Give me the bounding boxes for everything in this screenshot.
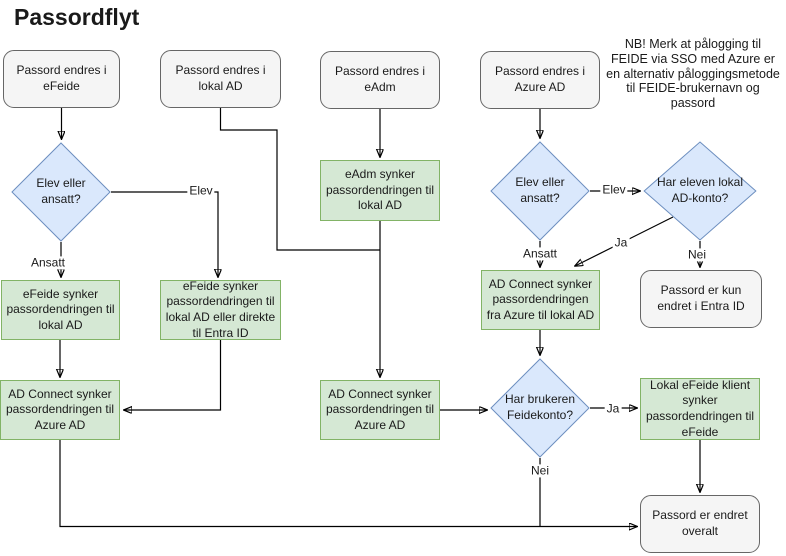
page-title: Passordflyt: [14, 4, 140, 30]
node-label: eFeide synker passordendringen til lokal…: [165, 278, 276, 340]
node-label: eAdm synker passordendringen til lokal A…: [325, 167, 435, 213]
process-adconnect-fra-azure: AD Connect synker passordendringen fra A…: [481, 270, 600, 330]
edge-adconnect1-to-overalt: [59, 440, 637, 527]
edge-label-ansatt-2: Ansatt: [520, 246, 560, 261]
node-label: Elev eller ansatt?: [36, 176, 86, 206]
end-passord-endret-overalt: Passord er endret overalt: [640, 495, 760, 553]
node-label: Passord endres i eAdm: [334, 64, 426, 94]
node-label: Lokal eFeide klient synker passordendrin…: [645, 377, 755, 439]
note-text: NB! Merk at pålogging til FEIDE via SSO …: [606, 37, 780, 110]
process-adconnect-til-azure-mid: AD Connect synker passordendringen til A…: [320, 380, 440, 440]
decision-har-brukeren-feidekonto: Har brukeren Feidekonto?: [490, 358, 590, 458]
diamond-shape: [11, 142, 111, 242]
start-passord-endres-azure-ad: Passord endres i Azure AD: [480, 51, 600, 109]
node-label: AD Connect synker passordendringen til A…: [325, 386, 435, 432]
diamond-shape: [490, 141, 590, 241]
edge-label-nei-1: Nei: [685, 247, 709, 262]
start-passord-endres-eadm: Passord endres i eAdm: [320, 51, 440, 109]
diamond-shape: [643, 141, 757, 241]
start-passord-endres-lokal-ad: Passord endres i lokal AD: [160, 50, 281, 108]
edge-label-elev-1: Elev: [187, 183, 215, 198]
decision-har-eleven-lokal-ad-konto: Har eleven lokal AD-konto?: [643, 141, 757, 241]
node-label: Passord er kun endret i Entra ID: [657, 283, 745, 313]
edge-lokalad-to-merge: [219, 108, 380, 251]
edge-label-ja-2: Ja: [604, 401, 622, 416]
node-label: eFeide synker passordendringen til lokal…: [6, 286, 115, 332]
edge-label-nei-2: Nei: [528, 463, 552, 478]
process-efeide-synker-lokal-ad: eFeide synker passordendringen til lokal…: [1, 280, 120, 340]
decision-elev-eller-ansatt-efeide: Elev eller ansatt?: [11, 142, 111, 242]
edge-decision1-elev: [111, 191, 218, 277]
edge-label-ansatt-1: Ansatt: [28, 255, 68, 270]
end-passord-kun-endret-entra: Passord er kun endret i Entra ID: [640, 270, 762, 328]
decision-elev-eller-ansatt-azure: Elev eller ansatt?: [490, 141, 590, 241]
node-label: AD Connect synker passordendringen til A…: [5, 386, 115, 432]
node-label: Passord endres i lokal AD: [175, 63, 266, 93]
start-passord-endres-efeide: Passord endres i eFeide: [3, 50, 120, 108]
process-eadm-synker-lokal-ad: eAdm synker passordendringen til lokal A…: [320, 160, 440, 221]
node-label: AD Connect synker passordendringen fra A…: [486, 276, 595, 322]
process-adconnect-til-azure-left: AD Connect synker passordendringen til A…: [0, 380, 120, 440]
process-efeide-synker-lokal-ad-entra: eFeide synker passordendringen til lokal…: [160, 278, 281, 340]
edge-proc2-to-adconnect1: [124, 340, 222, 410]
diamond-shape: [490, 358, 590, 458]
edge-label-ja-1: Ja: [612, 235, 630, 250]
edge-label-elev-2: Elev: [600, 182, 628, 197]
node-label: Elev eller ansatt?: [515, 175, 565, 205]
node-label: Har eleven lokal AD-konto?: [656, 175, 744, 205]
process-lokal-efeide-klient: Lokal eFeide klient synker passordendrin…: [640, 378, 760, 440]
node-label: Passord endres i Azure AD: [494, 64, 586, 94]
node-label: Passord er endret overalt: [652, 508, 748, 538]
node-label: Har brukeren Feidekonto?: [504, 392, 576, 422]
node-label: Passord endres i eFeide: [16, 63, 107, 93]
